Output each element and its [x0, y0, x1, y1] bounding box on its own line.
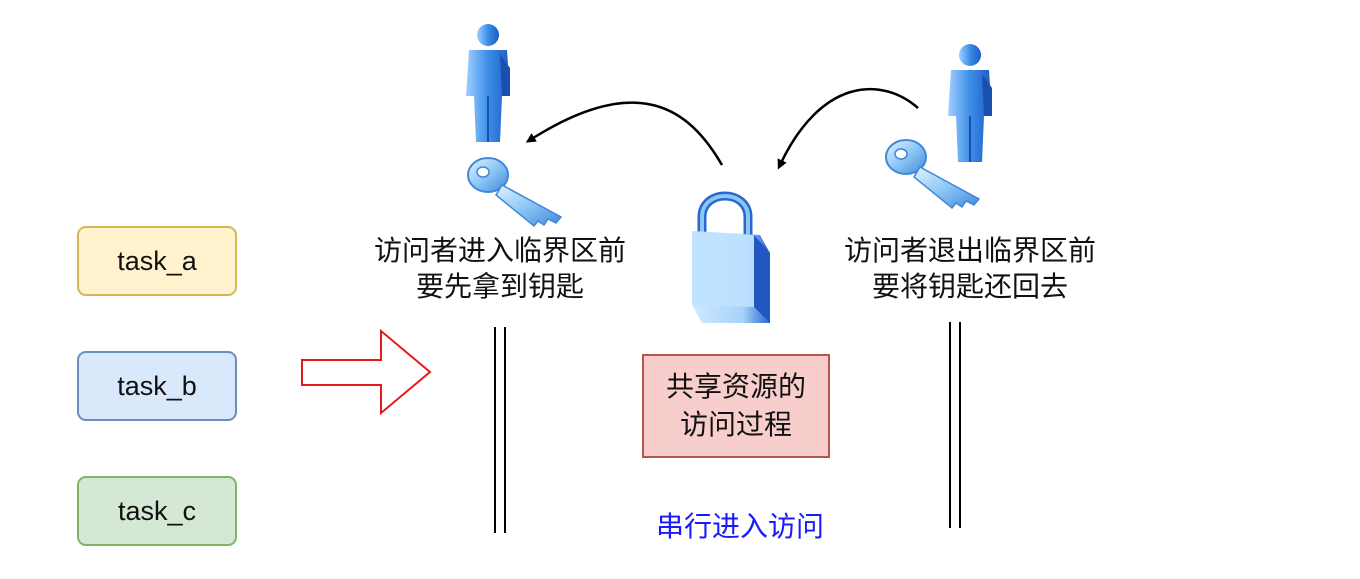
key-icon [467, 157, 563, 228]
exit-note-line1: 访问者退出临界区前 [843, 234, 1096, 267]
person-icon [948, 44, 992, 162]
shared-resource-box: 共享资源的 访问过程 [642, 354, 830, 458]
exit-note: 访问者退出临界区前 要将钥匙还回去 [810, 233, 1130, 305]
task-b-box: task_b [77, 351, 237, 421]
key-icon [885, 139, 981, 210]
enter-note-line1: 访问者进入临界区前 [373, 234, 626, 267]
curved-arrow-icon [525, 101, 724, 166]
exit-note-line2: 要将钥匙还回去 [871, 270, 1068, 303]
task-c-box: task_c [77, 476, 237, 546]
task-a-label: task_a [117, 245, 197, 276]
task-c-label: task_c [117, 495, 197, 526]
serial-access-label: 串行进入访问 [655, 510, 824, 543]
task-b-label: task_b [117, 370, 197, 401]
task-a-box: task_a [77, 226, 237, 296]
hollow-right-arrow-icon [301, 328, 432, 416]
person-icon [466, 24, 510, 142]
enter-note-line2: 要先拿到钥匙 [415, 270, 584, 303]
curved-arrow-icon [777, 87, 919, 170]
resource-line2: 访问过程 [679, 408, 792, 441]
resource-line1: 共享资源的 [665, 370, 806, 403]
critical-section-boundary-right [949, 322, 961, 528]
padlock-icon [692, 191, 770, 323]
critical-section-boundary-left [494, 327, 506, 533]
enter-note: 访问者进入临界区前 要先拿到钥匙 [340, 233, 660, 305]
